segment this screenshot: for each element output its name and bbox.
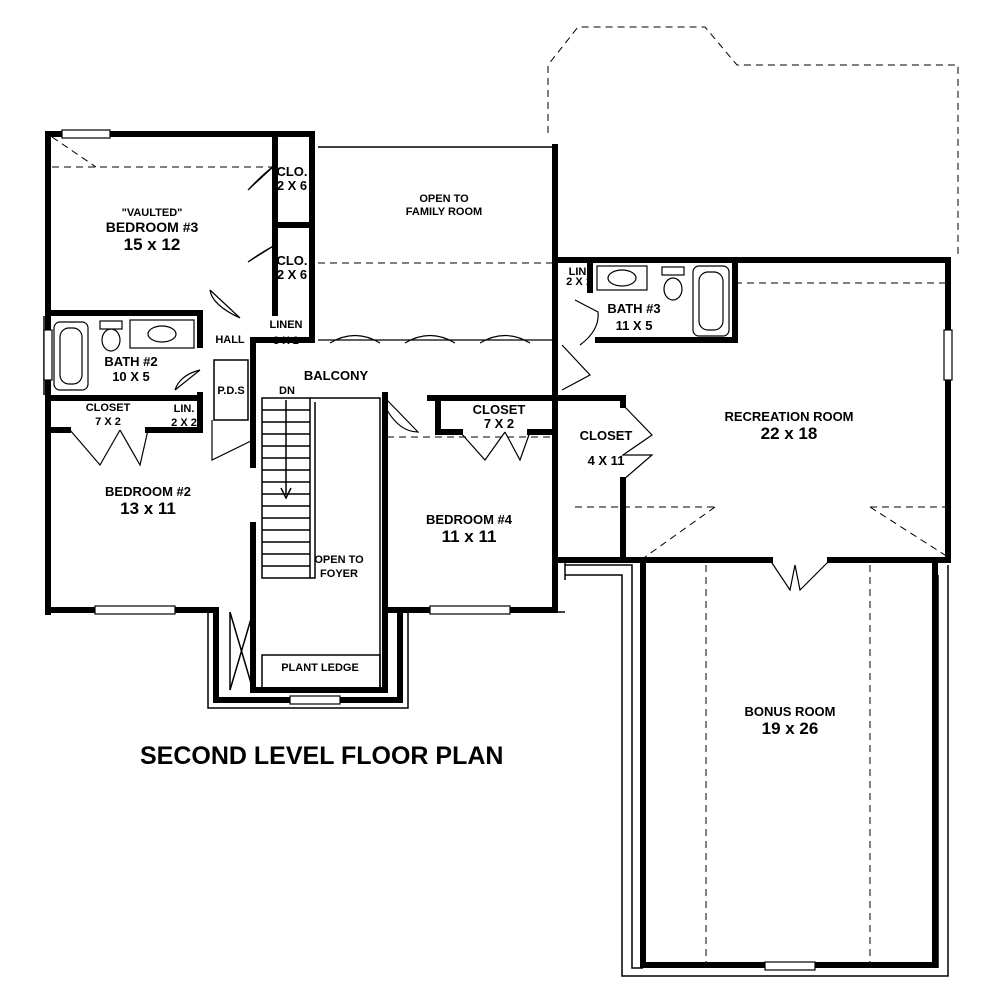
balcony-railing — [318, 334, 555, 344]
clo-lower-name: CLO. — [276, 253, 307, 268]
lin-b3-size: 2 X 1 — [566, 276, 592, 288]
outer-lines — [43, 146, 949, 977]
closet-b4-name: CLOSET — [473, 402, 526, 417]
bath2-size: 10 X 5 — [112, 369, 150, 384]
plant-ledge-label: PLANT LEDGE — [281, 662, 359, 674]
linen-size: 3 X 2 — [273, 335, 299, 347]
linen-name: LINEN — [270, 319, 303, 331]
hall-label: HALL — [215, 334, 245, 346]
bedroom4-name: BEDROOM #4 — [426, 512, 513, 527]
bedroom2-size: 13 x 11 — [120, 499, 176, 518]
doors — [69, 164, 831, 592]
open-foyer-line2: FOYER — [320, 568, 358, 580]
clo-upper-name: CLO. — [276, 164, 307, 179]
lin-b3-name: LIN. — [569, 266, 590, 278]
bath3-name: BATH #3 — [607, 301, 660, 316]
recreation-name: RECREATION ROOM — [724, 409, 853, 424]
bonus-size: 19 x 26 — [762, 719, 819, 738]
lin-b2-size: 2 X 2 — [171, 417, 197, 429]
room-labels: "VAULTED" BEDROOM #3 15 x 12 CLO. 2 X 6 … — [86, 164, 854, 738]
bedroom3-name: BEDROOM #3 — [106, 219, 199, 235]
fixtures — [53, 265, 730, 391]
closet-b2-name: CLOSET — [86, 402, 131, 414]
closet-rec-name: CLOSET — [580, 428, 633, 443]
bedroom4-size: 11 x 11 — [442, 527, 497, 546]
closet-b2-size: 7 X 2 — [95, 416, 121, 428]
lin-b2-name: LIN. — [174, 403, 195, 415]
closet-b4-size: 7 X 2 — [484, 416, 514, 431]
bath2-name: BATH #2 — [104, 354, 157, 369]
dn-label: DN — [279, 385, 295, 397]
open-family-line2: FAMILY ROOM — [406, 206, 482, 218]
bonus-name: BONUS ROOM — [745, 704, 836, 719]
windows — [43, 129, 953, 971]
bedroom3-note: "VAULTED" — [122, 207, 183, 219]
closet-rec-size: 4 X 11 — [588, 453, 625, 468]
bedroom3-size: 15 x 12 — [124, 235, 181, 254]
balcony-label: BALCONY — [304, 368, 369, 383]
bath3-size: 11 X 5 — [616, 318, 653, 333]
plan-title: SECOND LEVEL FLOOR PLAN — [140, 742, 503, 770]
bedroom2-name: BEDROOM #2 — [105, 484, 191, 499]
pds-label: P.D.S — [217, 385, 244, 397]
walls — [45, 131, 951, 968]
clo-upper-size: 2 X 6 — [277, 178, 307, 193]
clo-lower-size: 2 X 6 — [277, 267, 307, 282]
stair — [261, 397, 381, 691]
pds-box — [213, 359, 249, 421]
lower-level-outline — [51, 26, 959, 965]
open-foyer-line1: OPEN TO — [314, 554, 364, 566]
recreation-size: 22 x 18 — [761, 424, 818, 443]
open-family-line1: OPEN TO — [419, 193, 469, 205]
